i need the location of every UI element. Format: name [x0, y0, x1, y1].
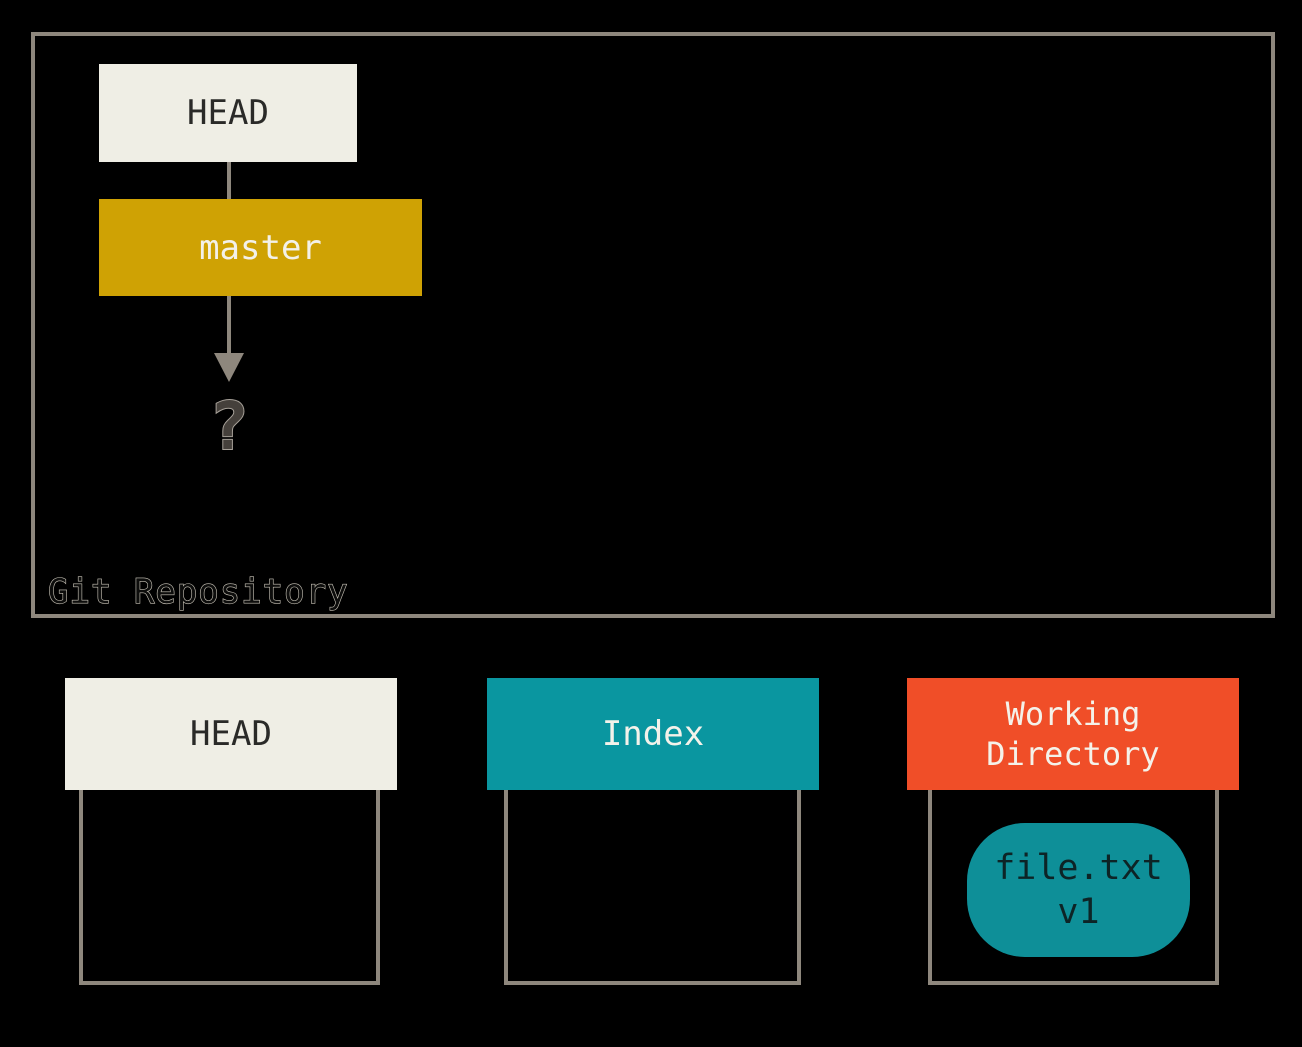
head-to-master-connector [227, 162, 231, 199]
head-ref-label: HEAD [187, 93, 269, 133]
head-ref-box: HEAD [99, 64, 357, 162]
head-column-header: HEAD [65, 678, 397, 790]
file-version-label: v1 [1057, 892, 1100, 932]
working-directory-label-line2: Directory [986, 735, 1160, 773]
working-directory-header: Working Directory [907, 678, 1239, 790]
master-to-unknown-connector [227, 296, 231, 353]
git-repository-box [31, 32, 1275, 618]
working-directory-container [928, 790, 1219, 985]
file-name-label: file.txt [994, 848, 1163, 888]
index-column-container [504, 790, 801, 985]
master-branch-label: master [199, 227, 322, 268]
unknown-commit-marker: ? [208, 388, 250, 465]
index-column-header: Index [487, 678, 819, 790]
master-branch-box: master [99, 199, 422, 296]
arrow-down-icon [214, 353, 244, 382]
index-column-label: Index [601, 714, 705, 754]
working-directory-label-line1: Working [1005, 695, 1141, 733]
head-column-label: HEAD [190, 714, 272, 754]
working-directory-label: Working Directory [986, 694, 1159, 774]
head-column-container [79, 790, 380, 985]
file-version-pill: file.txt v1 [967, 823, 1190, 957]
git-repository-label: Git Repository [47, 571, 349, 612]
